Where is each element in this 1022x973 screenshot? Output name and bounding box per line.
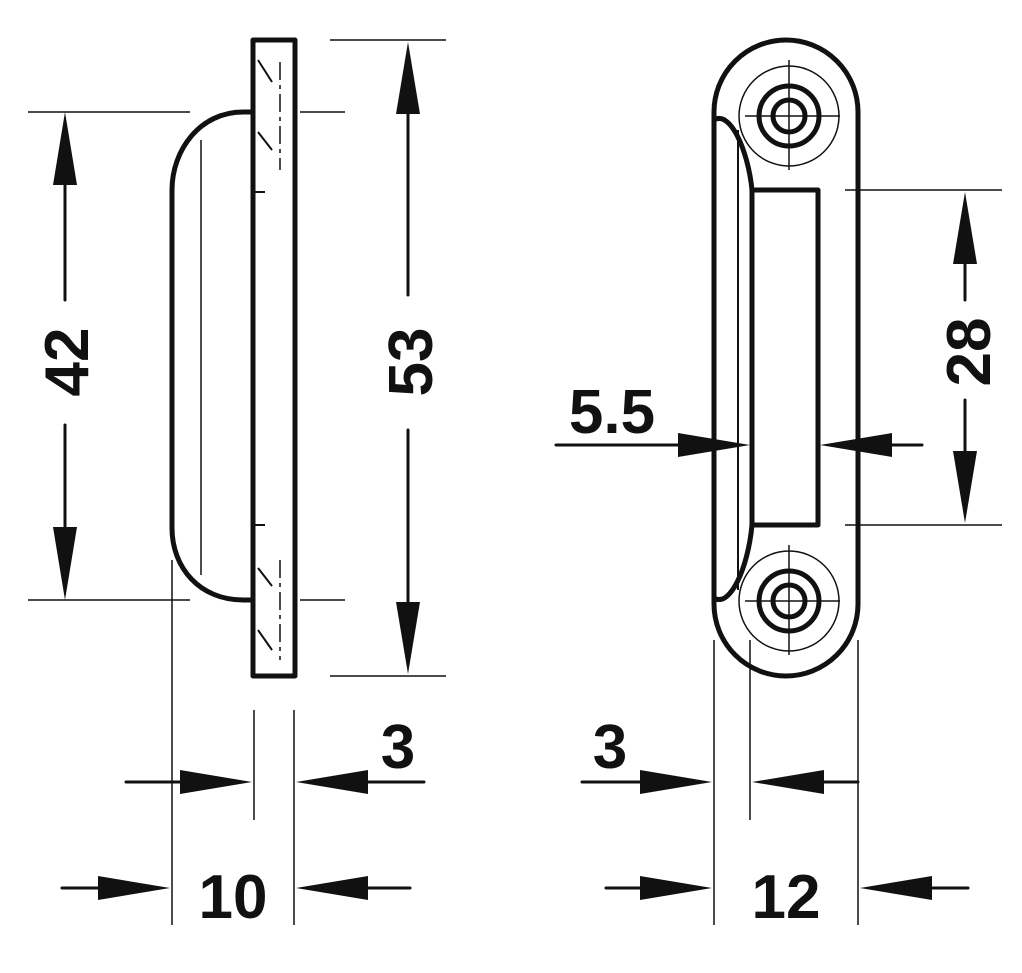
front-taper-top (711, 116, 755, 193)
dimension-label-12: 12 (752, 863, 821, 932)
dimension-5-5: 5.5 (554, 378, 924, 457)
dimension-label-28: 28 (935, 318, 1004, 387)
arrow-right (180, 770, 252, 794)
arrow-left (296, 876, 368, 900)
front-view (711, 37, 861, 679)
dimension-label-3-side: 3 (381, 713, 415, 782)
plate-detail-line (257, 629, 273, 651)
front-slot (749, 187, 821, 528)
dimension-label-5-5: 5.5 (569, 378, 655, 447)
dimension-53: 53 (300, 39, 446, 677)
dimension-label-3-front: 3 (593, 713, 627, 782)
dimension-42: 42 (28, 111, 190, 601)
dimension-label-42: 42 (33, 328, 102, 397)
front-taper-bottom (711, 522, 755, 602)
side-mounting-plate (250, 37, 298, 679)
dimension-front-horizontal: 3 12 (580, 640, 970, 932)
arrow-right (678, 433, 750, 457)
arrow-right (98, 876, 170, 900)
arrow-right (640, 876, 712, 900)
arrow-right (640, 770, 712, 794)
arrow-down (53, 527, 77, 600)
plate-detail-line (257, 59, 273, 83)
arrow-down (953, 451, 977, 523)
dimension-side-horizontal: 3 10 (60, 560, 426, 932)
side-view (169, 37, 298, 679)
arrow-left (752, 770, 824, 794)
dimension-28: 28 (845, 189, 1004, 526)
arrow-left (296, 770, 368, 794)
arrow-left (820, 433, 892, 457)
arrow-up (396, 42, 420, 114)
arrow-left (860, 876, 932, 900)
side-body-outline (169, 109, 256, 603)
dimension-label-10: 10 (199, 863, 268, 932)
dimension-label-53: 53 (377, 328, 446, 397)
arrow-down (396, 602, 420, 674)
arrow-up (953, 192, 977, 264)
plate-detail-line (257, 131, 273, 151)
plate-detail-line (257, 567, 273, 587)
arrow-up (53, 112, 77, 185)
